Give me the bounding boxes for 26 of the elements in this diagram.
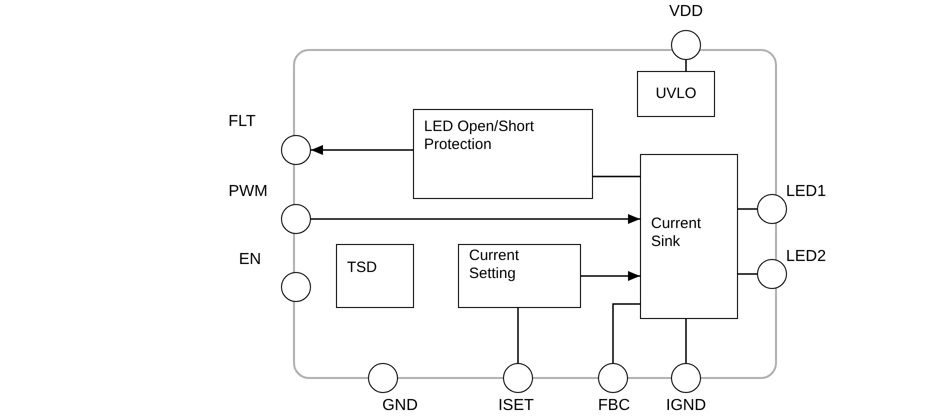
connector-line xyxy=(612,303,640,363)
chip-outline xyxy=(293,49,777,379)
pin-label: VDD xyxy=(669,3,703,21)
function-block: Current Sink xyxy=(640,154,738,319)
arrow xyxy=(581,271,640,281)
function-block: TSD xyxy=(336,244,414,308)
pin-label: LED2 xyxy=(786,248,826,266)
pin-label: PWM xyxy=(228,183,268,201)
connector-line xyxy=(738,273,757,275)
arrow xyxy=(311,145,413,155)
pin-label: FLT xyxy=(228,113,256,131)
connector-line xyxy=(685,319,687,363)
pin-label: EN xyxy=(238,251,262,269)
connector-line xyxy=(517,308,519,363)
pin-label: ISET xyxy=(498,397,534,415)
connector-line xyxy=(738,208,757,210)
pin-label: LED1 xyxy=(786,183,826,201)
function-block: LED Open/Short Protection xyxy=(413,109,593,199)
connector-line xyxy=(593,176,640,178)
pin-label: IGND xyxy=(666,397,706,415)
function-block: Current Setting xyxy=(458,244,581,308)
arrow xyxy=(311,214,640,224)
connector-line xyxy=(685,60,687,71)
function-block: UVLO xyxy=(637,71,715,117)
pin-label: GND xyxy=(382,397,418,415)
pin-label: FBC xyxy=(598,397,630,415)
